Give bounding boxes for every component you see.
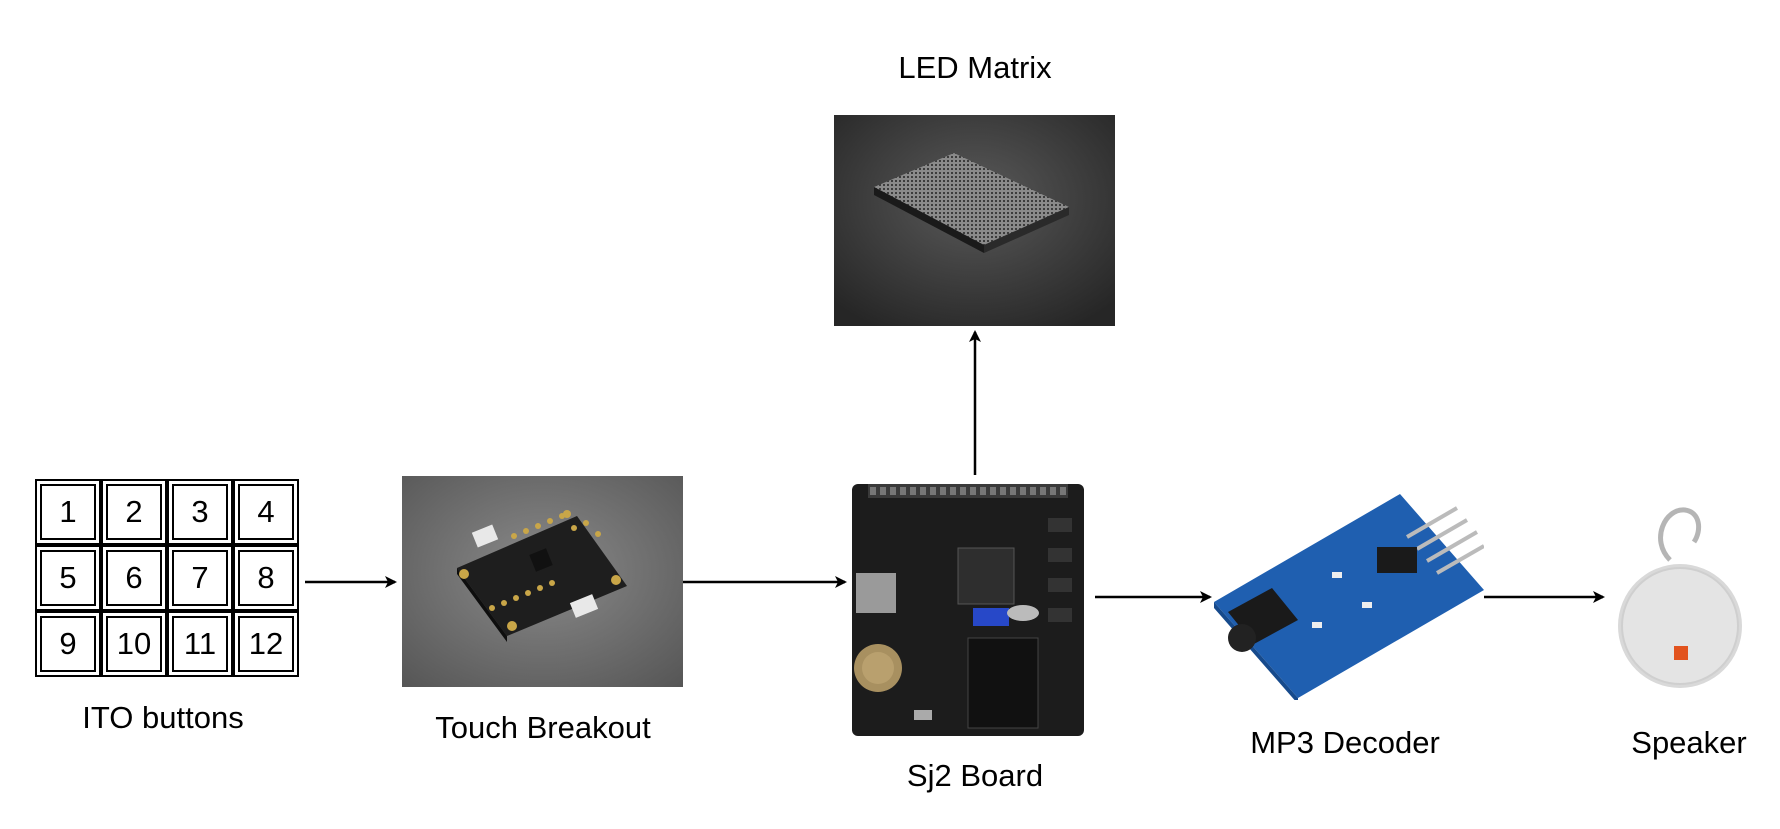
speaker-image — [1610, 500, 1750, 692]
ito-button: 11 — [167, 611, 233, 677]
ito-buttons-label: ITO buttons — [82, 700, 244, 735]
led-matrix-label: LED Matrix — [898, 50, 1052, 85]
ito-button: 8 — [233, 545, 299, 611]
ito-button: 10 — [101, 611, 167, 677]
ito-button: 12 — [233, 611, 299, 677]
ito-button: 4 — [233, 479, 299, 545]
ito-buttons-grid: 1 2 3 4 5 6 7 8 9 10 11 12 — [35, 479, 304, 680]
mp3-decoder-label: MP3 Decoder — [1250, 725, 1440, 760]
touch-breakout-label: Touch Breakout — [435, 710, 651, 745]
mp3-decoder-image — [1212, 492, 1484, 700]
ito-button: 3 — [167, 479, 233, 545]
ito-button: 9 — [35, 611, 101, 677]
led-matrix-image — [834, 115, 1115, 326]
ito-button: 6 — [101, 545, 167, 611]
ito-button: 5 — [35, 545, 101, 611]
speaker-label: Speaker — [1631, 725, 1747, 760]
sj2-board-image — [848, 478, 1088, 740]
sj2-board-label: Sj2 Board — [906, 758, 1044, 793]
touch-breakout-image — [402, 476, 683, 687]
ito-button: 2 — [101, 479, 167, 545]
ito-button: 7 — [167, 545, 233, 611]
ito-button: 1 — [35, 479, 101, 545]
